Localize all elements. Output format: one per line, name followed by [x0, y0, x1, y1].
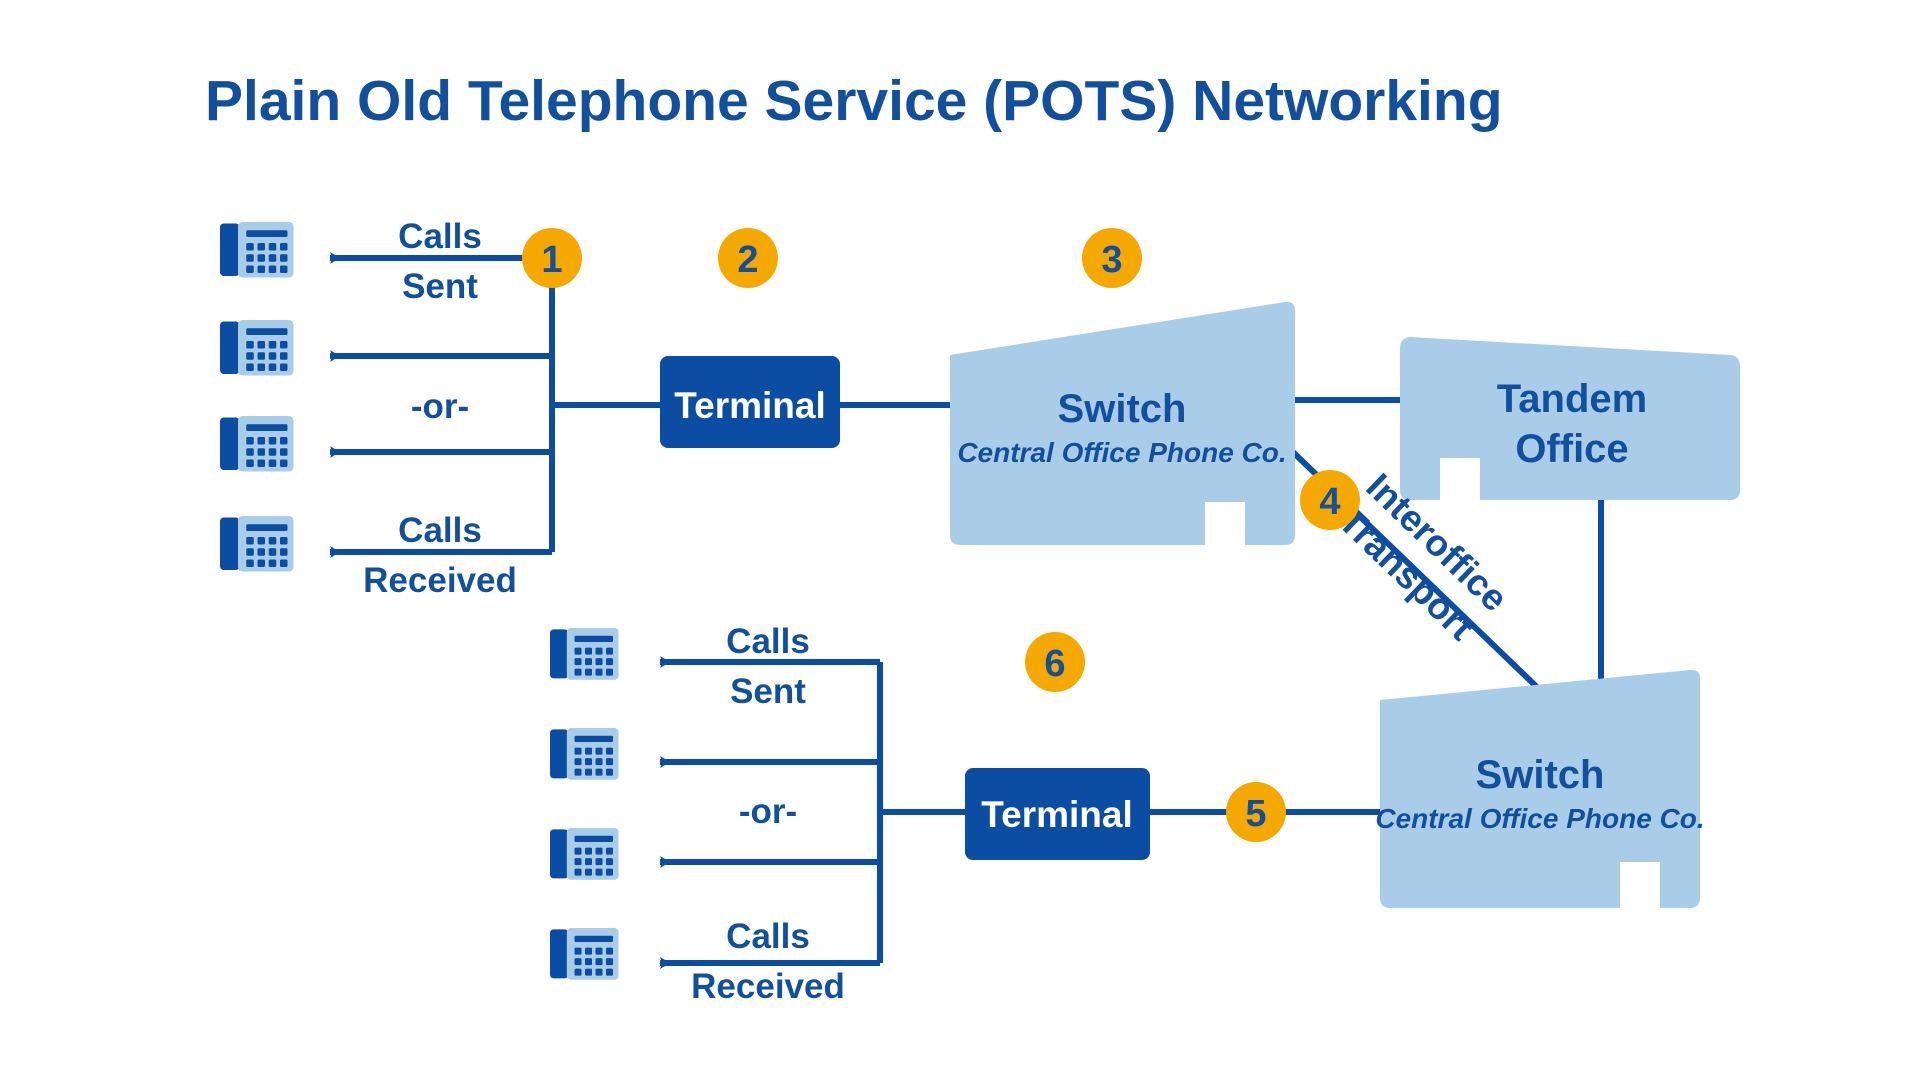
step-circle-1[interactable]: 1	[522, 228, 582, 288]
step-circle-4[interactable]: 4	[1300, 470, 1360, 530]
step-circle-5[interactable]: 5	[1226, 782, 1286, 842]
bottom-phone-4	[550, 928, 619, 980]
step-circle-4-label: 4	[1319, 481, 1340, 523]
step-circle-2[interactable]: 2	[718, 228, 778, 288]
bottom-calls-received-line1: Calls	[726, 917, 810, 956]
top-phone-3	[220, 416, 294, 472]
bottom-switch-title: Switch	[1476, 753, 1605, 797]
bottom-calls-received-line2: Received	[691, 967, 845, 1006]
bottom-calls-sent-line1: Calls	[726, 622, 810, 661]
step-circle-5-label: 5	[1245, 793, 1266, 835]
tandem-office-line2: Office	[1515, 427, 1628, 471]
top-connector-lines	[330, 252, 1604, 693]
bottom-phone-3	[550, 828, 619, 880]
bottom-calls-sent-line2: Sent	[730, 672, 806, 711]
step-circle-3[interactable]: 3	[1082, 228, 1142, 288]
top-phone-2	[220, 320, 294, 376]
top-switch-subtitle: Central Office Phone Co.	[957, 437, 1286, 468]
top-switch-title: Switch	[1058, 387, 1187, 431]
top-phone-4	[220, 516, 294, 572]
bottom-phone-1	[550, 628, 619, 680]
step-circle-1-label: 1	[541, 239, 562, 281]
tandem-office-line1: Tandem	[1497, 377, 1647, 421]
step-circle-3-label: 3	[1101, 239, 1122, 281]
bottom-phone-2	[550, 728, 619, 780]
top-calls-received-line1: Calls	[398, 511, 482, 550]
bottom-switch-subtitle: Central Office Phone Co.	[1375, 803, 1704, 834]
top-terminal-node[interactable]: Terminal	[660, 356, 840, 448]
top-calls-received-line2: Received	[363, 561, 517, 600]
top-switch-building[interactable]: Switch Central Office Phone Co.	[950, 301, 1295, 545]
step-circle-6-label: 6	[1044, 643, 1065, 685]
top-calls-sent-line1: Calls	[398, 217, 482, 256]
top-calls-sent-line2: Sent	[402, 267, 478, 306]
bottom-switch-building[interactable]: Switch Central Office Phone Co.	[1375, 669, 1705, 908]
top-terminal-label: Terminal	[674, 385, 825, 426]
page-title: Plain Old Telephone Service (POTS) Netwo…	[205, 69, 1503, 133]
step-circle-2-label: 2	[737, 239, 758, 281]
step-circle-6[interactable]: 6	[1025, 632, 1085, 692]
bottom-or-label: -or-	[739, 792, 797, 831]
top-or-label: -or-	[411, 387, 469, 426]
tandem-office-building[interactable]: Tandem Office	[1400, 337, 1740, 500]
bottom-terminal-label: Terminal	[981, 794, 1132, 835]
top-phone-1	[220, 222, 294, 278]
bottom-terminal-node[interactable]: Terminal	[965, 768, 1150, 860]
